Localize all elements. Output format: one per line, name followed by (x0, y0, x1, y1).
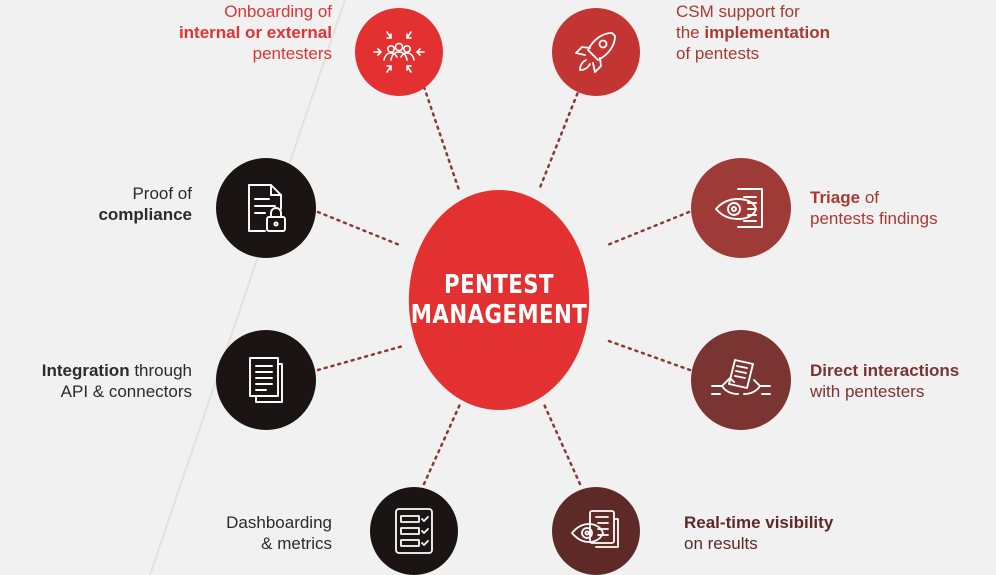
label-csm: CSM support for the implementation of pe… (676, 1, 830, 64)
label-onboarding-line1: Onboarding of (224, 2, 332, 21)
label-integration-line2: API & connectors (60, 382, 192, 401)
label-csm-line1: CSM support for (676, 2, 800, 21)
label-csm-the: the (676, 23, 700, 42)
label-dashboard-line1: Dashboarding (226, 513, 332, 532)
label-dashboard-line2: & metrics (261, 534, 332, 553)
checklist-icon (395, 508, 433, 554)
label-interactions: Direct interactions with pentesters (810, 360, 959, 402)
label-csm-line3: of pentests (676, 44, 760, 63)
rocket-icon (575, 32, 616, 73)
label-dashboard: Dashboarding & metrics (226, 512, 332, 554)
label-integration: Integration through API & connectors (42, 360, 192, 402)
connector-compliance (316, 210, 404, 248)
connector-integration (316, 344, 405, 372)
center-hub: PENTEST MANAGEMENT (408, 190, 590, 410)
connector-realtime (541, 400, 582, 486)
connector-csm (537, 85, 582, 192)
label-interactions-line2: with pentesters (810, 382, 925, 401)
label-integration-bold: Integration (41, 361, 130, 380)
label-realtime-bold: Real-time visibility (684, 513, 834, 532)
connector-interactions (604, 338, 692, 372)
label-onboarding-bold: internal or external (178, 23, 332, 42)
node-compliance (216, 158, 316, 258)
label-triage: Triage of pentests findings (810, 187, 938, 229)
node-onboarding (355, 8, 443, 96)
eye-report-icon (571, 510, 619, 548)
lock-document-icon (248, 184, 286, 232)
node-interactions (691, 330, 791, 430)
connector-onboarding (422, 85, 461, 192)
label-compliance-bold: compliance (98, 205, 192, 224)
label-realtime: Real-time visibility on results (684, 512, 833, 554)
center-title-line2: MANAGEMENT (410, 300, 588, 330)
eye-document-icon (715, 188, 763, 228)
center-title-line1: PENTEST (444, 270, 554, 300)
label-compliance-line1: Proof of (132, 184, 192, 203)
label-onboarding-line3: pentesters (252, 44, 332, 63)
label-interactions-bold: Direct interactions (810, 361, 960, 380)
label-compliance: Proof of compliance (98, 183, 192, 225)
connector-triage (603, 210, 691, 248)
label-triage-bold: Triage (810, 188, 861, 207)
connector-dashboard (422, 400, 463, 486)
handshake-document-icon (711, 359, 771, 395)
node-integration (216, 330, 316, 430)
team-arrows-icon (373, 31, 425, 73)
node-dashboard (370, 487, 458, 575)
documents-icon (249, 357, 283, 403)
label-triage-line2: pentests findings (810, 209, 938, 228)
node-realtime (552, 487, 640, 575)
label-csm-bold: implementation (704, 23, 830, 42)
label-realtime-line2: on results (684, 534, 758, 553)
label-integration-rest: through (134, 361, 192, 380)
label-onboarding: Onboarding of internal or external pente… (179, 1, 332, 64)
node-triage (691, 158, 791, 258)
label-triage-rest: of (864, 188, 880, 207)
node-csm (552, 8, 640, 96)
